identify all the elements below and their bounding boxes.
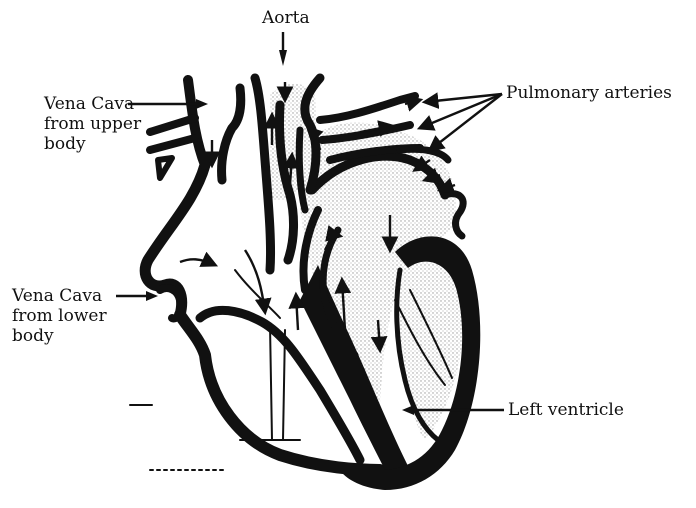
label-aorta: Aorta	[262, 8, 310, 28]
label-left-ventricle: Left ventricle	[508, 400, 624, 420]
label-vena-cava-upper: Vena Cava from upper body	[44, 94, 141, 154]
scan-specks	[130, 405, 225, 470]
label-vena-cava-lower: Vena Cava from lower body	[12, 286, 107, 346]
label-pulmonary-arteries: Pulmonary arteries	[506, 83, 672, 103]
